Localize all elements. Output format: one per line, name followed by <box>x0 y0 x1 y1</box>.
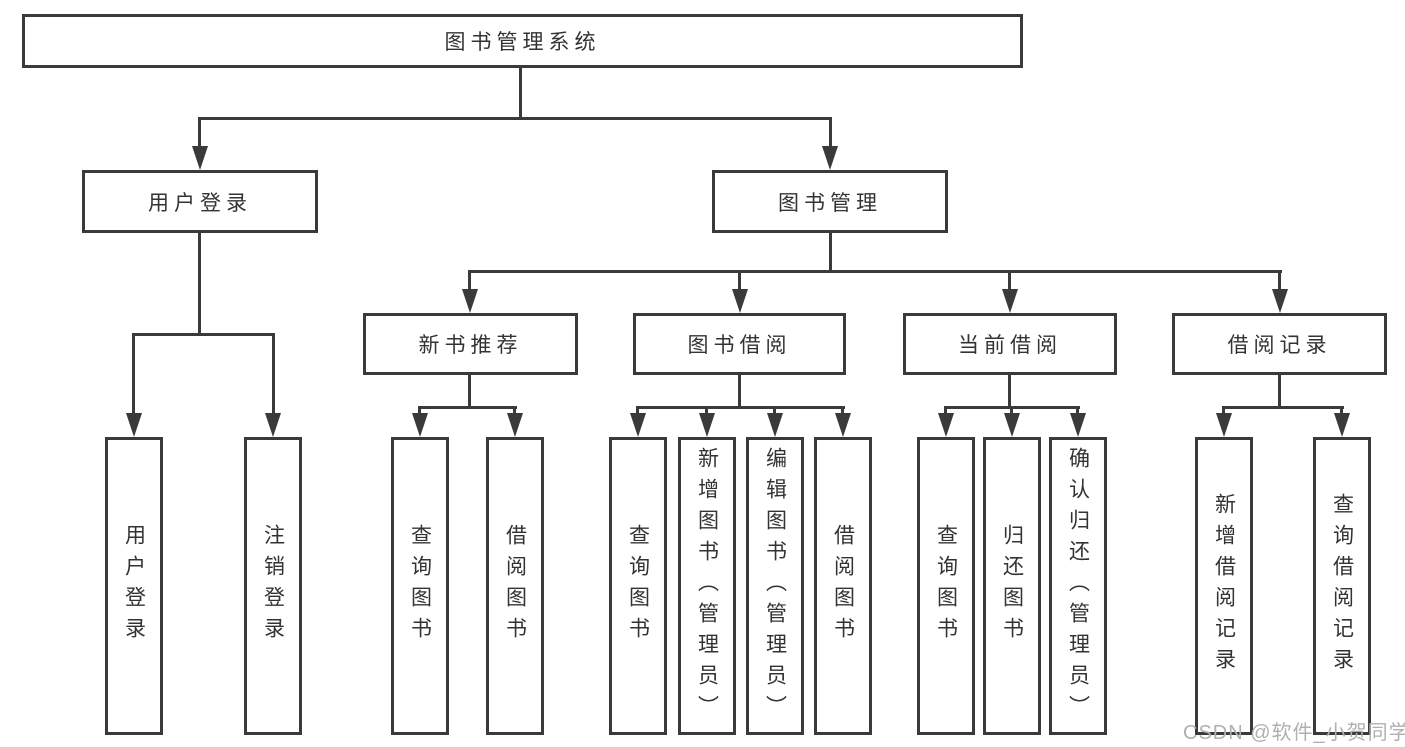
node-label: 图书管理 <box>778 191 882 215</box>
connector-line <box>773 406 776 416</box>
arrowhead <box>835 413 851 437</box>
node-label: 查询图书 <box>408 524 432 648</box>
leaf-confirm-return-admin: 确认归还（管理员） <box>1049 437 1107 735</box>
arrowhead <box>767 413 783 437</box>
arrowhead <box>1334 413 1350 437</box>
node-new-book-recommendation: 新书推荐 <box>363 313 578 375</box>
node-label: 归还图书 <box>1000 524 1024 648</box>
arrowhead <box>1216 413 1232 437</box>
leaf-query-borrow-record: 查询借阅记录 <box>1313 437 1371 735</box>
node-current-borrowing: 当前借阅 <box>903 313 1117 375</box>
connector-line <box>198 233 201 335</box>
connector-line <box>1222 406 1225 416</box>
connector-line <box>468 375 471 408</box>
arrowhead <box>265 413 281 437</box>
node-label: 用户登录 <box>148 191 252 215</box>
leaf-add-borrow-record: 新增借阅记录 <box>1195 437 1253 735</box>
connector-line <box>132 333 275 336</box>
arrowhead <box>507 413 523 437</box>
connector-line <box>944 406 947 416</box>
arrowhead <box>412 413 428 437</box>
node-user-login: 用户登录 <box>82 170 318 233</box>
connector-line <box>636 406 845 409</box>
arrowhead <box>938 413 954 437</box>
leaf-borrow-books: 借阅图书 <box>814 437 872 735</box>
connector-line <box>636 406 639 416</box>
arrowhead <box>126 413 142 437</box>
connector-line <box>1008 270 1011 292</box>
connector-line <box>829 117 832 148</box>
connector-line <box>513 406 516 416</box>
node-label: 查询借阅记录 <box>1330 493 1354 679</box>
node-label: 借阅图书 <box>831 524 855 648</box>
connector-line <box>418 406 517 409</box>
connector-line <box>132 333 135 414</box>
connector-line <box>829 233 832 272</box>
arrowhead <box>1002 289 1018 313</box>
leaf-edit-books-admin: 编辑图书（管理员） <box>746 437 804 735</box>
node-label: 确认归还（管理员） <box>1066 446 1090 726</box>
connector-line <box>468 270 1282 273</box>
connector-line <box>1010 406 1013 416</box>
node-book-borrowing: 图书借阅 <box>633 313 846 375</box>
node-label: 当前借阅 <box>958 334 1062 357</box>
connector-line <box>738 375 741 408</box>
arrowhead <box>822 146 838 170</box>
arrowhead <box>192 146 208 170</box>
node-library-system: 图书管理系统 <box>22 14 1023 68</box>
leaf-borrow-books: 借阅图书 <box>486 437 544 735</box>
leaf-query-books: 查询图书 <box>917 437 975 735</box>
connector-line <box>1222 406 1344 409</box>
watermark: CSDN @软件_小贺同学 <box>1183 722 1405 744</box>
connector-line <box>418 406 421 416</box>
connector-line <box>738 270 741 292</box>
node-label: 注销登录 <box>261 524 285 648</box>
node-label: 用户登录 <box>122 524 146 648</box>
arrowhead <box>699 413 715 437</box>
connector-line <box>1340 406 1343 416</box>
connector-line <box>705 406 708 416</box>
node-label: 查询图书 <box>626 524 650 648</box>
node-label: 借阅图书 <box>503 524 527 648</box>
node-label: 借阅记录 <box>1227 334 1332 357</box>
node-borrowing-records: 借阅记录 <box>1172 313 1387 375</box>
arrowhead <box>1070 413 1086 437</box>
node-label: 查询图书 <box>934 524 958 648</box>
node-label: 新书推荐 <box>418 334 523 357</box>
arrowhead <box>732 289 748 313</box>
node-label: 新增借阅记录 <box>1212 493 1236 679</box>
connector-line <box>1076 406 1079 416</box>
node-book-management: 图书管理 <box>712 170 948 233</box>
arrowhead <box>1272 289 1288 313</box>
connector-line <box>198 117 201 148</box>
node-label: 编辑图书（管理员） <box>763 446 787 726</box>
connector-line <box>272 333 275 414</box>
node-label: 新增图书（管理员） <box>695 446 719 726</box>
leaf-user-login: 用户登录 <box>105 437 163 735</box>
leaf-return-books: 归还图书 <box>983 437 1041 735</box>
node-label: 图书借阅 <box>687 334 792 357</box>
connector-line <box>1008 375 1011 408</box>
leaf-add-books-admin: 新增图书（管理员） <box>678 437 736 735</box>
node-label: 图书管理系统 <box>444 31 601 54</box>
arrowhead <box>462 289 478 313</box>
connector-line <box>519 68 522 119</box>
arrowhead <box>630 413 646 437</box>
connector-line <box>1278 270 1281 292</box>
connector-line <box>841 406 844 416</box>
connector-line <box>198 117 832 120</box>
connector-line <box>1278 375 1281 408</box>
leaf-query-books: 查询图书 <box>391 437 449 735</box>
leaf-query-books: 查询图书 <box>609 437 667 735</box>
arrowhead <box>1004 413 1020 437</box>
leaf-logout: 注销登录 <box>244 437 302 735</box>
connector-line <box>468 270 471 292</box>
